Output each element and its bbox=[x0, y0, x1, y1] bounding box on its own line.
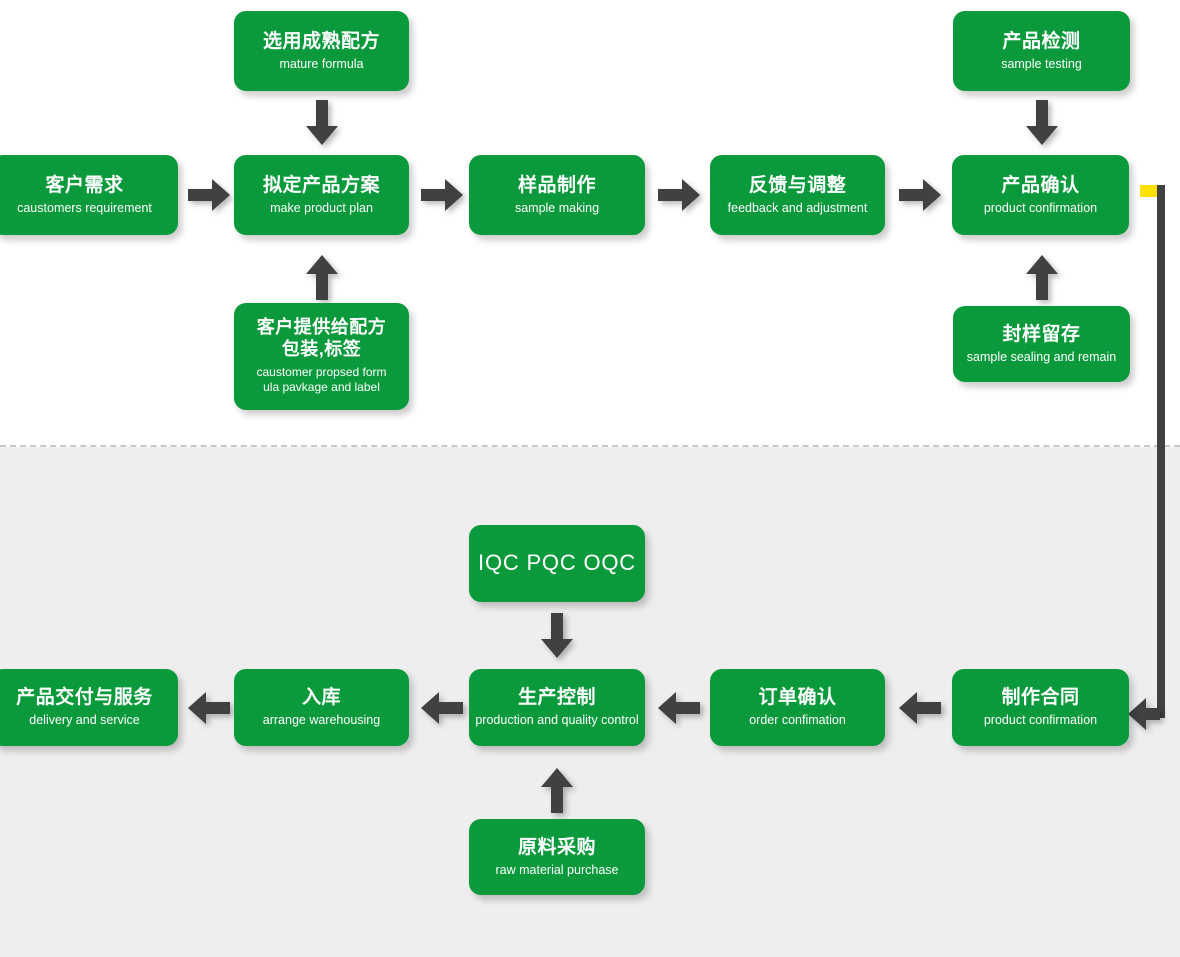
arrow-right-requirement-to-plan bbox=[188, 179, 230, 211]
arrow-right-plan-to-sample bbox=[421, 179, 463, 211]
node-customer-proposed-formula[interactable]: 客户提供给配方 包装,标签 caustomer propsed form ula… bbox=[234, 303, 409, 410]
node-title-en: sample testing bbox=[1001, 56, 1082, 71]
node-title-cn: 封样留存 bbox=[1002, 323, 1081, 345]
connector-highlight-marker bbox=[1140, 185, 1162, 197]
node-title-en: raw material purchase bbox=[495, 862, 619, 877]
node-title-cn: IQC PQC OQC bbox=[478, 550, 636, 576]
node-feedback-adjustment[interactable]: 反馈与调整 feedback and adjustment bbox=[710, 155, 885, 235]
node-title-cn: 原料采购 bbox=[517, 836, 596, 858]
arrow-down-iqc-to-production bbox=[541, 613, 573, 658]
node-sample-making[interactable]: 样品制作 sample making bbox=[469, 155, 645, 235]
node-mature-formula[interactable]: 选用成熟配方 mature formula bbox=[234, 11, 409, 91]
node-title-en: sample sealing and remain bbox=[966, 349, 1117, 364]
arrow-up-sealing-to-confirmation bbox=[1026, 255, 1058, 300]
node-delivery-service[interactable]: 产品交付与服务 delivery and service bbox=[0, 669, 178, 746]
node-sample-testing[interactable]: 产品检测 sample testing bbox=[953, 11, 1130, 91]
node-title-cn: 订单确认 bbox=[758, 687, 837, 709]
node-title-cn: 选用成熟配方 bbox=[262, 30, 380, 52]
arrow-left-warehousing-to-delivery bbox=[188, 692, 230, 724]
node-title-en: production and quality control bbox=[475, 713, 639, 728]
node-title-cn: 客户需求 bbox=[45, 174, 124, 196]
node-production-control[interactable]: 生产控制 production and quality control bbox=[469, 669, 645, 746]
node-title-cn: 客户提供给配方 包装,标签 bbox=[256, 316, 387, 359]
node-title-en: make product plan bbox=[270, 200, 373, 215]
node-title-cn: 制作合同 bbox=[1001, 687, 1080, 709]
arrow-left-contract-to-order bbox=[899, 692, 941, 724]
node-iqc-pqc-oqc[interactable]: IQC PQC OQC bbox=[469, 525, 645, 602]
node-title-cn: 拟定产品方案 bbox=[262, 174, 380, 196]
node-title-en: mature formula bbox=[279, 56, 364, 71]
arrow-right-feedback-to-confirmation bbox=[899, 179, 941, 211]
node-title-cn: 产品检测 bbox=[1002, 30, 1081, 52]
node-warehousing[interactable]: 入库 arrange warehousing bbox=[234, 669, 409, 746]
node-title-en: caustomers requirement bbox=[17, 200, 152, 215]
node-title-en: order confimation bbox=[749, 713, 846, 728]
node-title-cn: 产品交付与服务 bbox=[16, 687, 153, 709]
arrow-down-testing-to-confirmation bbox=[1026, 100, 1058, 145]
node-raw-material-purchase[interactable]: 原料采购 raw material purchase bbox=[469, 819, 645, 895]
node-product-confirmation[interactable]: 产品确认 product confirmation bbox=[952, 155, 1129, 235]
node-sample-sealing[interactable]: 封样留存 sample sealing and remain bbox=[953, 306, 1130, 382]
node-title-en: product confirmation bbox=[983, 200, 1098, 215]
node-order-confirmation[interactable]: 订单确认 order confimation bbox=[710, 669, 885, 746]
arrow-left-confirmation-to-contract bbox=[1128, 698, 1160, 730]
arrow-down-mature-to-plan bbox=[306, 100, 338, 145]
node-title-en: caustomer propsed form ula pavkage and l… bbox=[256, 364, 387, 395]
node-title-en: arrange warehousing bbox=[262, 713, 381, 728]
arrow-up-material-to-production bbox=[541, 768, 573, 813]
arrow-left-production-to-warehousing bbox=[421, 692, 463, 724]
node-title-cn: 反馈与调整 bbox=[748, 174, 847, 196]
connector-vertical-line bbox=[1157, 185, 1165, 718]
section-divider bbox=[0, 445, 1180, 447]
node-title-cn: 入库 bbox=[301, 687, 341, 709]
node-make-product-plan[interactable]: 拟定产品方案 make product plan bbox=[234, 155, 409, 235]
arrow-right-sample-to-feedback bbox=[658, 179, 700, 211]
arrow-left-order-to-production bbox=[658, 692, 700, 724]
node-customer-requirement[interactable]: 客户需求 caustomers requirement bbox=[0, 155, 178, 235]
node-make-contract[interactable]: 制作合同 product confirmation bbox=[952, 669, 1129, 746]
node-title-en: sample making bbox=[514, 200, 600, 215]
node-title-en: feedback and adjustment bbox=[727, 200, 868, 215]
node-title-cn: 产品确认 bbox=[1001, 174, 1080, 196]
arrow-up-proposed-to-plan bbox=[306, 255, 338, 300]
node-title-en: product confirmation bbox=[983, 713, 1098, 728]
node-title-cn: 样品制作 bbox=[517, 174, 596, 196]
node-title-en: delivery and service bbox=[29, 713, 140, 728]
node-title-cn: 生产控制 bbox=[517, 687, 596, 709]
